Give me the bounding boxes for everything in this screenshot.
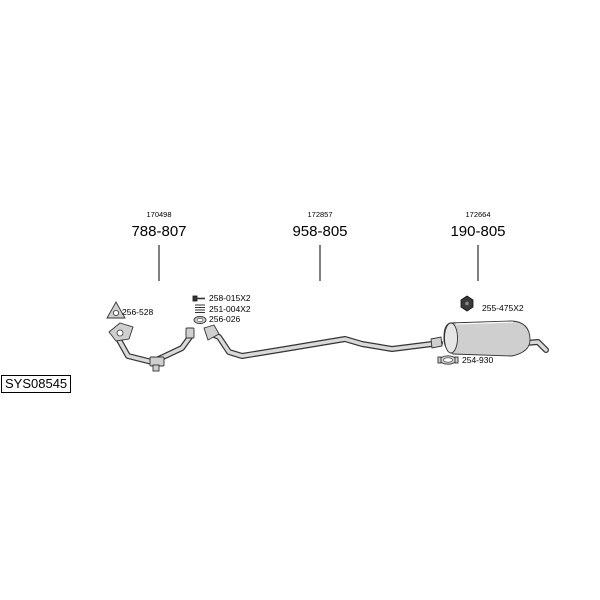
part-label-ring: 256-026 (209, 314, 240, 324)
system-code-label: SYS08545 (1, 375, 72, 393)
clamp-icon[interactable] (437, 355, 459, 365)
bolt-icon[interactable] (192, 295, 205, 302)
assembly-middle-pipe[interactable]: 172857 958-805 (292, 210, 348, 281)
assembly-ref-3: 172664 (465, 210, 490, 219)
middle-pipe-icon[interactable] (203, 324, 443, 359)
assembly-ref-2: 172857 (307, 210, 332, 219)
assembly-part-no-3: 190-805 (450, 223, 505, 240)
nut-icon[interactable] (460, 295, 474, 312)
rear-silencer-icon[interactable] (430, 320, 549, 357)
front-pipe-icon[interactable] (108, 322, 195, 372)
assembly-ref-1: 170498 (146, 210, 171, 219)
assembly-front-pipe[interactable]: 170498 788-807 (131, 210, 187, 281)
part-label-clamp: 254-930 (462, 355, 493, 365)
assembly-part-no-1: 788-807 (131, 223, 186, 240)
ring-icon[interactable] (193, 316, 207, 324)
part-label-bolt: 258-015X2 (209, 293, 251, 303)
part-label-spring: 251-004X2 (209, 304, 251, 314)
assembly-rear-silencer[interactable]: 172664 190-805 (450, 210, 506, 281)
spring-icon[interactable] (195, 304, 205, 313)
assembly-part-no-2: 958-805 (292, 223, 347, 240)
gasket-front-icon[interactable] (106, 301, 126, 319)
part-label-gasket-front: 256-528 (122, 307, 153, 317)
part-label-nut: 255-475X2 (482, 303, 524, 313)
